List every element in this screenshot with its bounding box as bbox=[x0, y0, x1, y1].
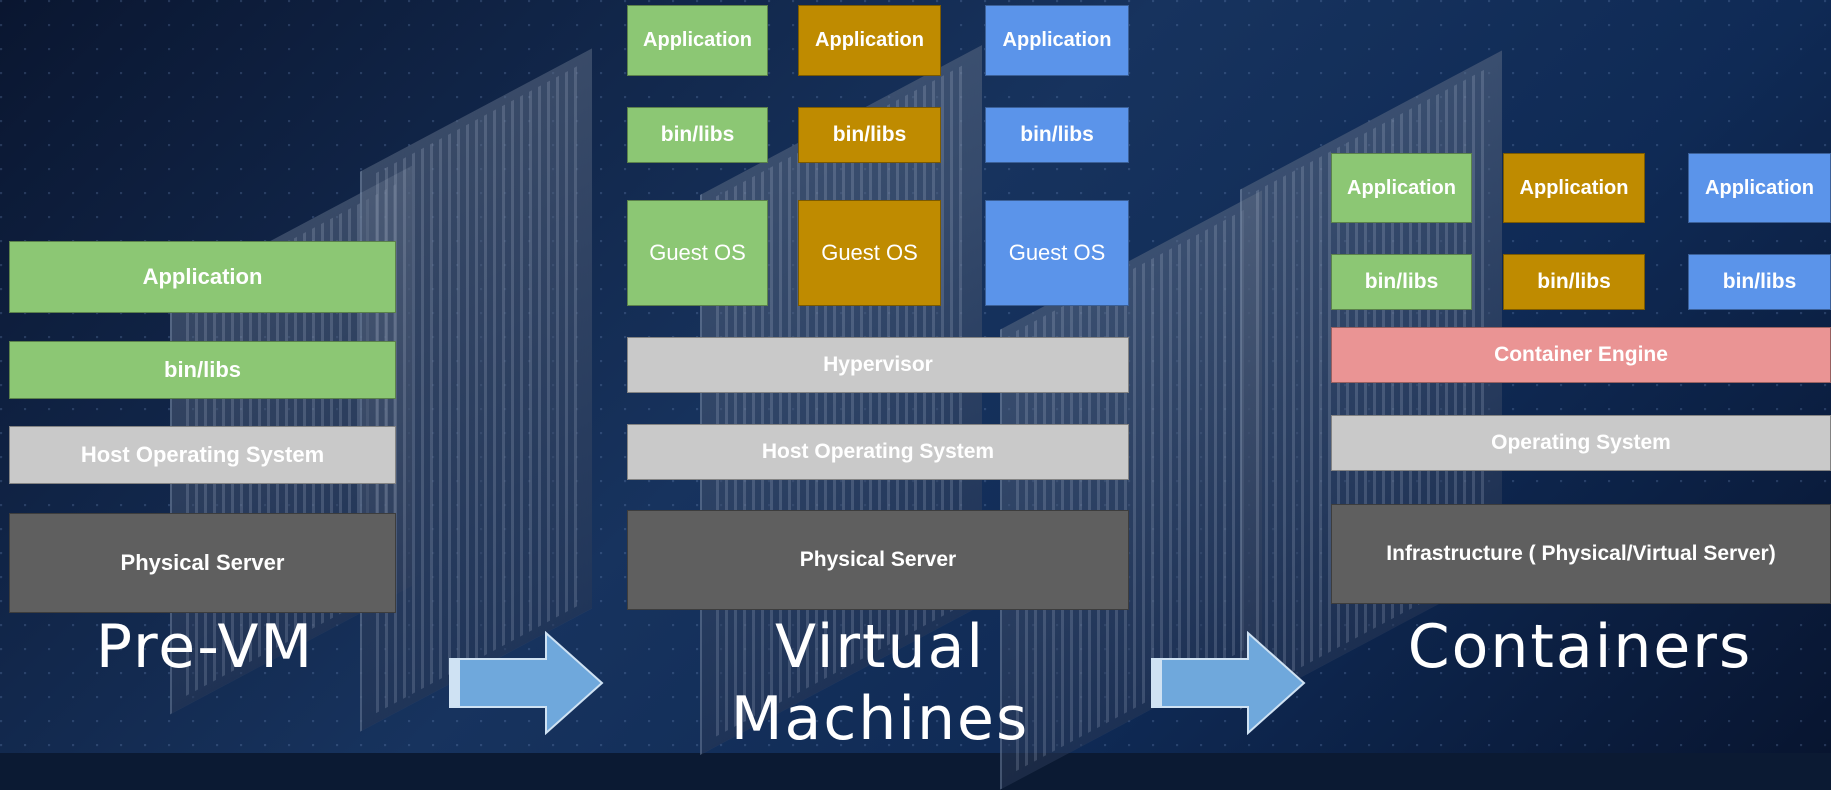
vm-caption-line2: Machines bbox=[730, 684, 1030, 754]
containers-infrastructure: Infrastructure ( Physical/Virtual Server… bbox=[1331, 504, 1831, 604]
container2-bin-libs: bin/libs bbox=[1503, 254, 1645, 310]
vm3-application: Application bbox=[985, 5, 1129, 76]
vm-caption-line1: Virtual bbox=[774, 612, 986, 682]
vm-physical-server: Physical Server bbox=[627, 510, 1129, 610]
container2-application: Application bbox=[1503, 153, 1645, 223]
vm3-guest-os: Guest OS bbox=[985, 200, 1129, 306]
pre-vm-host-os: Host Operating System bbox=[9, 426, 396, 484]
pre-vm-bin-libs: bin/libs bbox=[9, 341, 396, 399]
vm2-application: Application bbox=[798, 5, 941, 76]
vm3-bin-libs: bin/libs bbox=[985, 107, 1129, 163]
vm2-guest-os: Guest OS bbox=[798, 200, 941, 306]
container1-bin-libs: bin/libs bbox=[1331, 254, 1472, 310]
vm-host-os: Host Operating System bbox=[627, 424, 1129, 480]
containers-operating-system: Operating System bbox=[1331, 415, 1831, 471]
vm1-guest-os: Guest OS bbox=[627, 200, 768, 306]
container3-application: Application bbox=[1688, 153, 1831, 223]
right-arrow-icon bbox=[449, 631, 604, 735]
vm1-bin-libs: bin/libs bbox=[627, 107, 768, 163]
container1-application: Application bbox=[1331, 153, 1472, 223]
pre-vm-caption: Pre-VM bbox=[95, 612, 315, 682]
right-arrow-icon bbox=[1151, 631, 1306, 735]
pre-vm-application: Application bbox=[9, 241, 396, 313]
containers-caption: Containers bbox=[1407, 612, 1753, 682]
vm2-bin-libs: bin/libs bbox=[798, 107, 941, 163]
pre-vm-physical-server: Physical Server bbox=[9, 513, 396, 613]
container-engine: Container Engine bbox=[1331, 327, 1831, 383]
container3-bin-libs: bin/libs bbox=[1688, 254, 1831, 310]
vm-hypervisor: Hypervisor bbox=[627, 337, 1129, 393]
vm1-application: Application bbox=[627, 5, 768, 76]
